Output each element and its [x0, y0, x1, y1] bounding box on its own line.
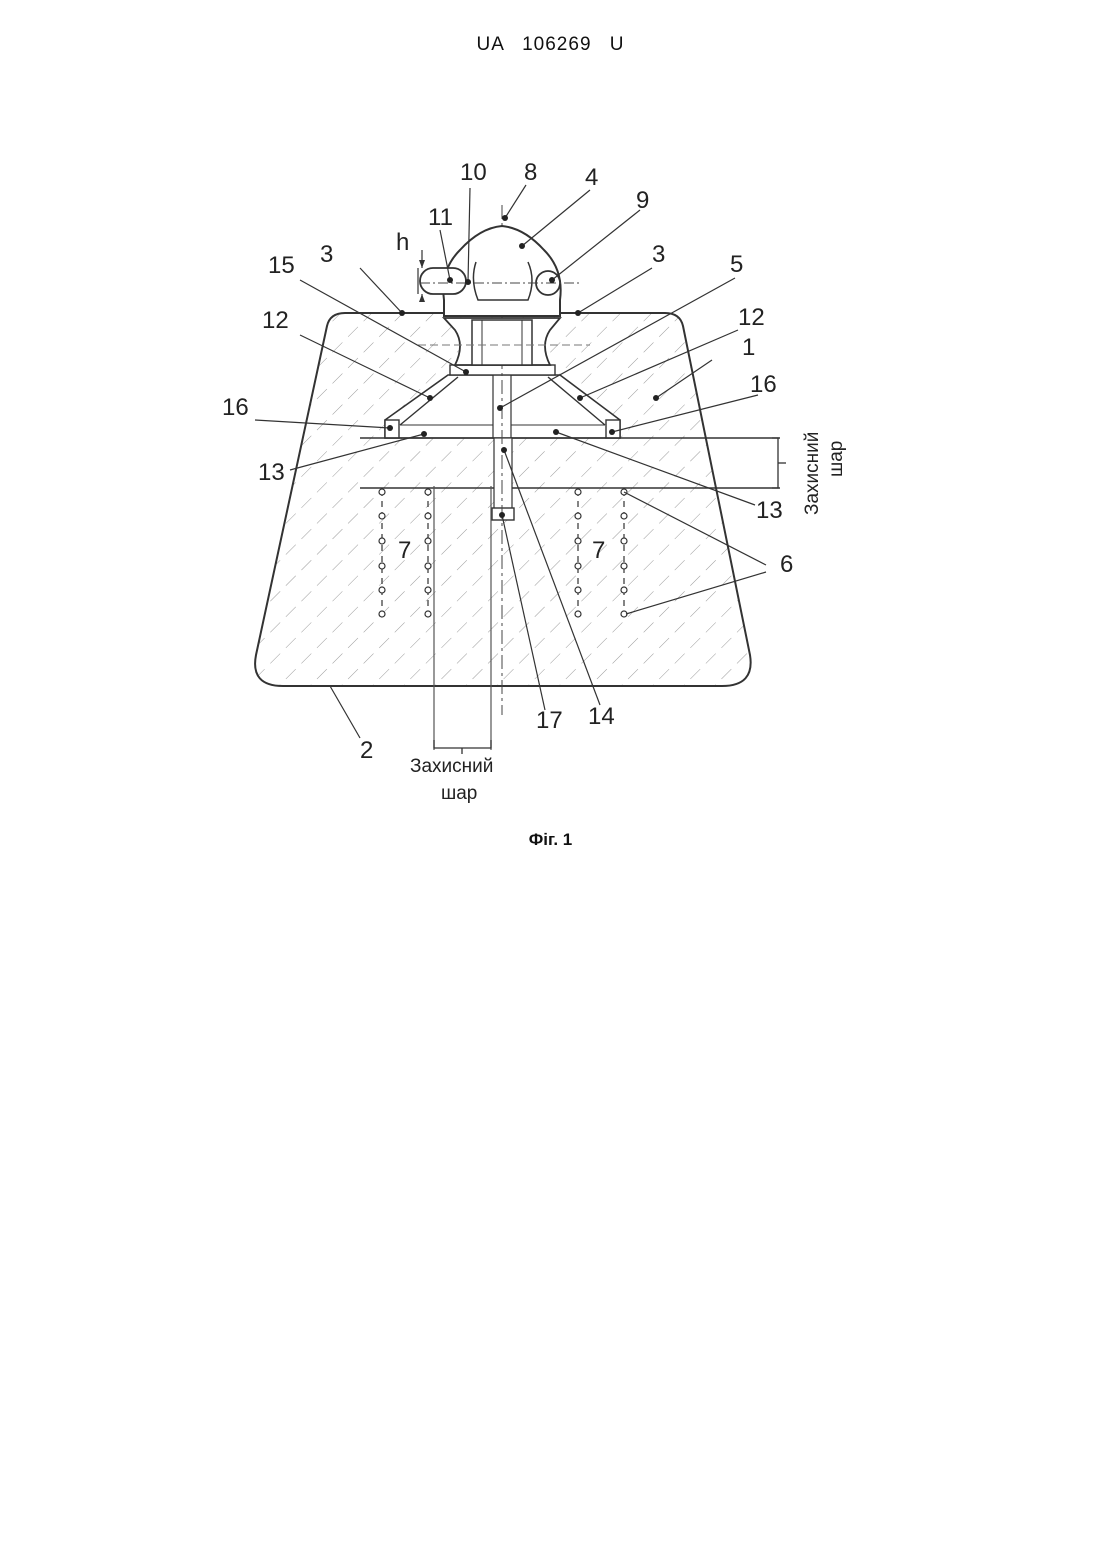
protective-layer-label-bottom-1: Захисний	[410, 756, 493, 777]
callout-4: 4	[585, 164, 598, 191]
patent-figure: 8 10 4 9 11 h 15 3 3 5 12 12 1 16 16 13 …	[0, 0, 1101, 860]
callout-14: 14	[588, 703, 615, 730]
callout-16-right: 16	[750, 371, 777, 398]
callout-15: 15	[268, 252, 295, 279]
callout-10: 10	[460, 159, 487, 186]
callout-12-right: 12	[738, 304, 765, 331]
protective-layer-label-bottom-2: шар	[441, 783, 477, 804]
callout-16-left: 16	[222, 394, 249, 421]
callout-3-right: 3	[652, 241, 665, 268]
protective-layer-label-vertical-1: Захисний	[802, 432, 823, 515]
callout-7-right: 7	[592, 537, 605, 564]
callout-11: 11	[428, 204, 453, 231]
callout-13-left: 13	[258, 459, 285, 486]
callout-13-right: 13	[756, 497, 783, 524]
callout-3-left: 3	[320, 241, 333, 268]
callout-7-left: 7	[398, 537, 411, 564]
callout-5: 5	[730, 251, 743, 278]
callout-12-left: 12	[262, 307, 289, 334]
protective-layer-label-vertical-2: шар	[826, 441, 847, 477]
callout-1: 1	[742, 334, 755, 361]
figure-caption: Фіг. 1	[0, 830, 1101, 850]
callout-6: 6	[780, 551, 793, 578]
callout-h: h	[396, 229, 409, 256]
callout-9: 9	[636, 187, 649, 214]
callout-8: 8	[524, 159, 537, 186]
callout-2: 2	[360, 737, 373, 764]
callout-17: 17	[536, 707, 563, 734]
